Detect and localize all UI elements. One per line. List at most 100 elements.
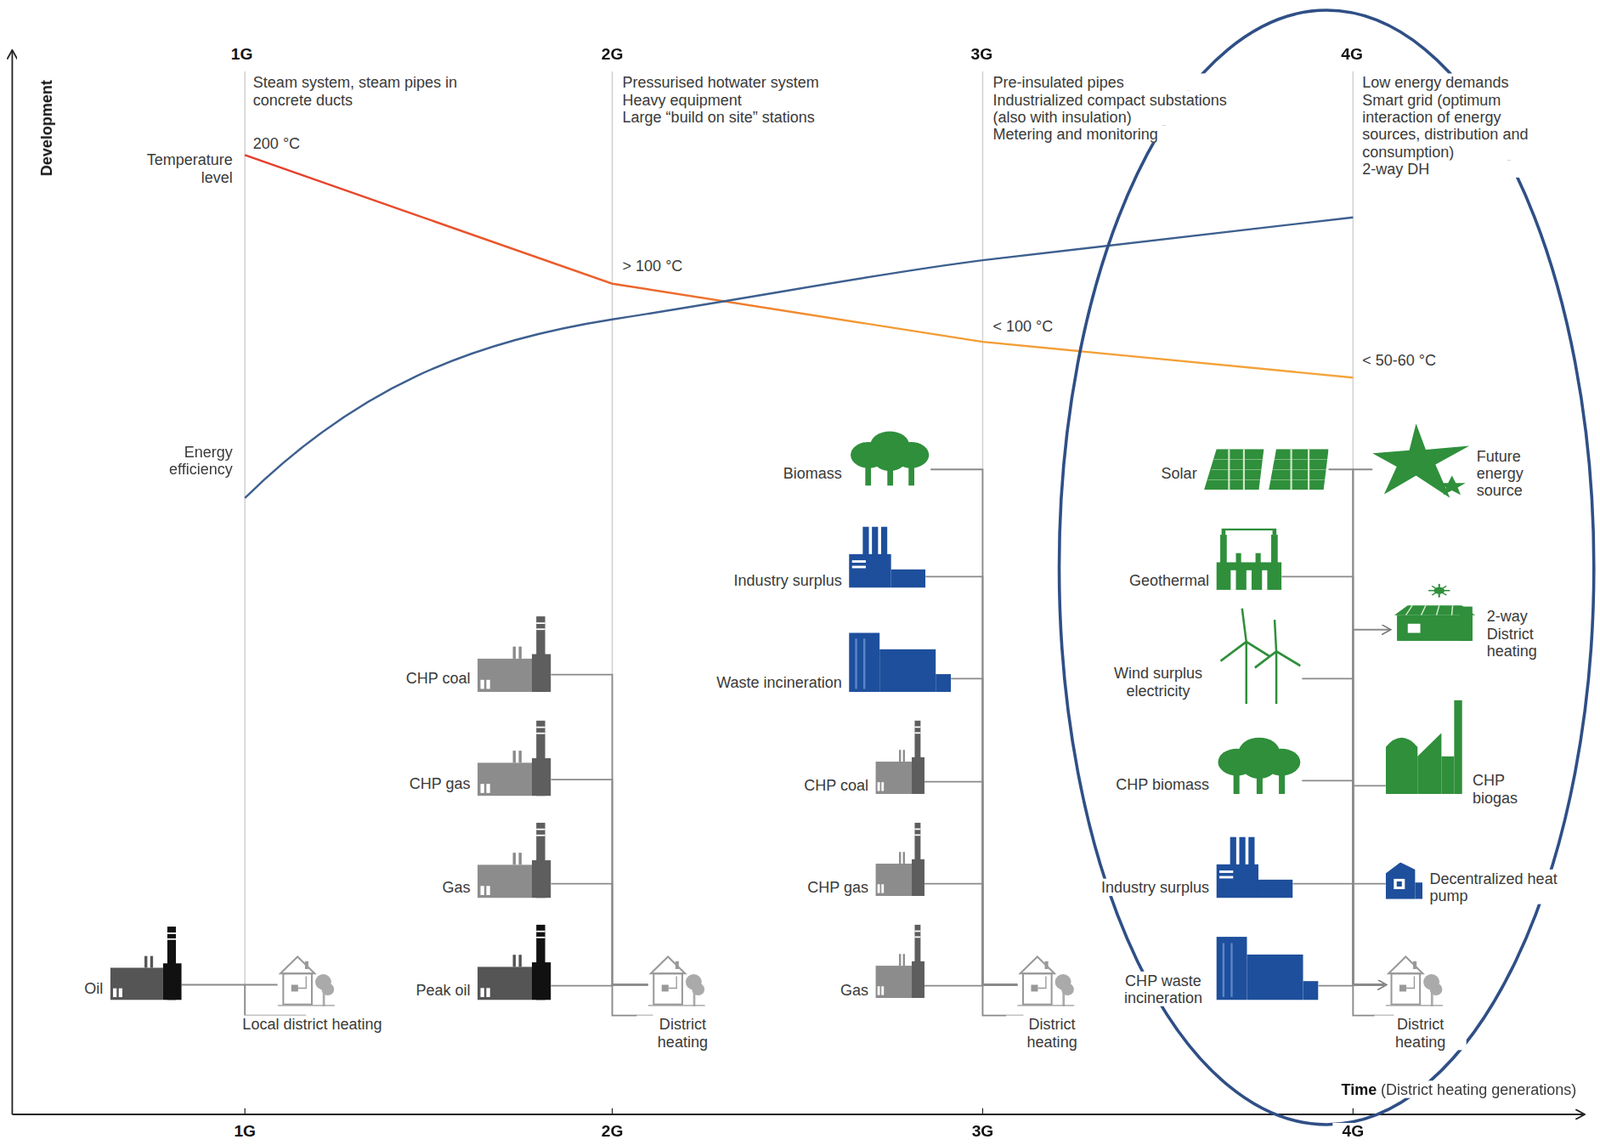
node-label: Peak oil [368, 979, 471, 997]
feed-connector [1352, 469, 1386, 984]
node-label: CHP gas [766, 877, 869, 895]
feed-connector [925, 576, 1018, 984]
fact-icon [875, 924, 925, 998]
energy-source-node: Industry surplus [848, 525, 926, 588]
generation-label: 1G [224, 1122, 266, 1140]
axis-title: Time(District heating generations) [1173, 1079, 1577, 1097]
generation-label: 4G [1332, 1122, 1374, 1140]
feed-connector [550, 883, 648, 985]
node-label: Solar [1125, 463, 1198, 481]
node-label: CHP coal [368, 668, 471, 686]
energy-source-node: Waste incineration [848, 632, 951, 692]
waste-icon [1215, 936, 1318, 1000]
energy-source-node: CHP biogas [1385, 700, 1466, 794]
geo-icon [1215, 528, 1282, 590]
energy-source-node: Geothermal [1215, 528, 1282, 590]
generation-description: Steam system, steam pipes in concrete du… [253, 73, 483, 108]
district-heating-node: District heating [1017, 950, 1075, 1007]
generation-description: Pressurised hotwater systemHeavy equipme… [622, 73, 888, 125]
energy-source-node: CHP gas [875, 822, 925, 896]
node-label: Gas [766, 979, 869, 997]
generation-label: 2G [592, 45, 634, 63]
feed-connector [1281, 576, 1386, 984]
generation-label: 3G [961, 1122, 1003, 1140]
house-icon [1385, 950, 1443, 1007]
generation-label: 3G [961, 45, 1002, 63]
node-label: Local district heating [235, 1015, 389, 1033]
annotation-text: Smart grid (optimum interaction of energ… [1362, 90, 1544, 161]
node-label: CHP biomass [1086, 774, 1210, 792]
feed-connector [1352, 883, 1386, 985]
star-icon [1372, 423, 1470, 498]
energy-source-node: CHP waste incineration [1215, 936, 1318, 1000]
feed-connector [550, 779, 648, 984]
annotation-text: 2-way DH [1362, 159, 1544, 177]
node-label: CHP coal [766, 775, 869, 793]
feed-connector [550, 674, 648, 985]
energy-source-node: Decentralized heat pump [1385, 861, 1423, 899]
energy-source-node: CHP coal [477, 616, 551, 692]
annotation-text: Pre-insulated pipes [992, 73, 1256, 91]
solarhouse-icon [1390, 583, 1481, 641]
node-label: District heating [1006, 1015, 1098, 1051]
feed-connector [930, 469, 1018, 984]
annotation-text: Energy efficiency [120, 442, 233, 478]
node-label: Oil [41, 978, 103, 996]
energy-source-node: Solar [1204, 448, 1329, 490]
generation-description: Low energy demandsSmart grid (optimum in… [1362, 73, 1544, 177]
house-icon [1017, 950, 1075, 1007]
temperature-value: < 100 °C [992, 316, 1075, 334]
tree-icon [1215, 732, 1302, 794]
node-label: CHP biogas [1472, 771, 1534, 807]
temperature-value: > 100 °C [622, 257, 705, 275]
fact-icon [477, 822, 551, 899]
node-label: Wind surplus electricity [1107, 664, 1210, 700]
energy-source-node: Industry surplus [1215, 836, 1293, 898]
feed-connector [181, 983, 278, 986]
energy-source-node: Future energy source [1372, 423, 1470, 498]
highlight-ellipse [1059, 10, 1595, 1125]
annotation-text: Temperature level [120, 151, 233, 187]
node-label: District heating [1374, 1015, 1467, 1051]
solar-icon [1204, 448, 1329, 490]
feed-connector [1301, 780, 1386, 984]
feed-connector [924, 781, 1018, 985]
energy-source-node: Biomass [848, 426, 931, 487]
annotation-text: Industrialized compact substations (also… [992, 90, 1256, 126]
feed-connector [950, 678, 1018, 984]
feed-connector [1352, 785, 1386, 984]
node-label: Gas [368, 877, 471, 895]
fact-icon [875, 822, 925, 896]
node-label: Geothermal [1096, 571, 1210, 588]
feed-connector [1328, 469, 1386, 984]
industry-icon [1215, 836, 1293, 898]
energy-source-node: Wind surplus electricity [1215, 608, 1302, 705]
fact-icon [875, 720, 925, 794]
energy-source-node: CHP gas [477, 720, 551, 797]
feed-connector [550, 984, 648, 986]
generation-dividers [244, 71, 1353, 1015]
node-label: Decentralized heat pump [1429, 869, 1562, 905]
energy-source-node: Peak oil [477, 924, 551, 1001]
generation-label: 4G [1331, 45, 1373, 63]
feed-connector [924, 984, 1018, 986]
district-heating-node: District heating [648, 950, 706, 1007]
node-label: Industry surplus [1066, 877, 1210, 895]
annotation-text: (District heating generations) [1380, 1079, 1577, 1097]
feed-connector [1301, 678, 1386, 984]
generation-description: Pre-insulated pipesIndustrialized compac… [992, 73, 1256, 143]
axes [11, 50, 1584, 1114]
annotation-text: Time [1341, 1079, 1378, 1097]
energy-source-node: CHP coal [875, 720, 925, 794]
node-label: Biomass [740, 463, 843, 481]
generation-label: 1G [221, 45, 263, 63]
energy-source-node: 2-way District heating [1390, 583, 1481, 641]
oil-icon [110, 926, 182, 1000]
temperature-value: 200 °C [253, 134, 335, 152]
district-heating-node: District heating [1385, 950, 1443, 1007]
annotation-text: Pressurised hotwater system [622, 73, 888, 91]
temperature-value: < 50-60 °C [1362, 350, 1454, 368]
annotation-text: Large “build on site” stations [622, 107, 888, 125]
feed-connector [1293, 883, 1386, 985]
feed-connector [924, 883, 1018, 985]
